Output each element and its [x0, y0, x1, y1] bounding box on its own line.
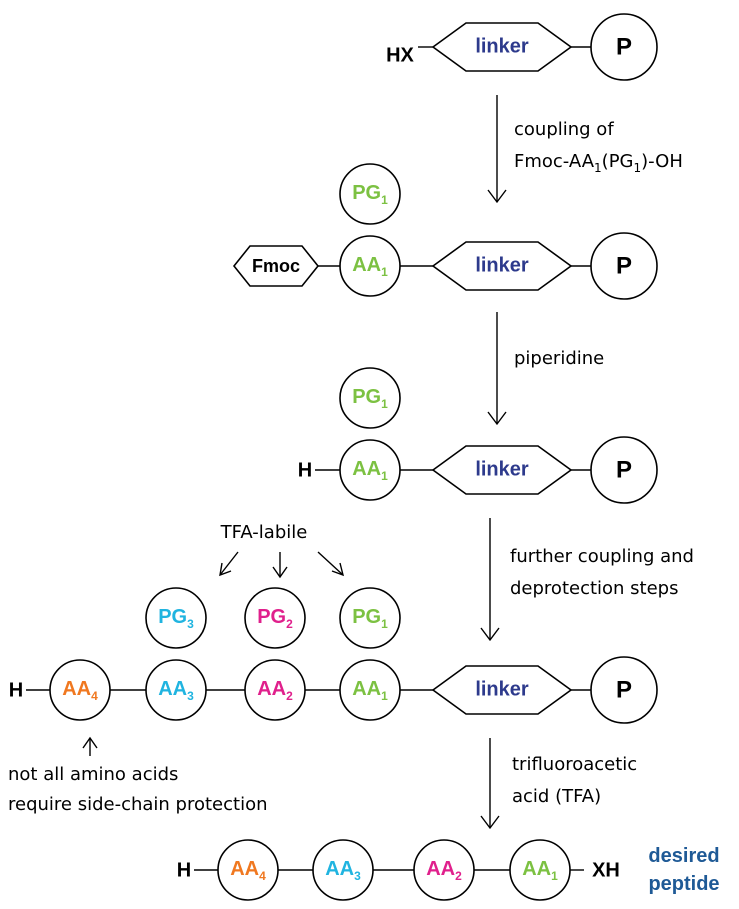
hx-group-label: HX	[386, 44, 414, 66]
arrow-head	[480, 815, 500, 830]
step-piperidine: piperidine	[514, 348, 604, 369]
resin-label: P	[616, 33, 632, 60]
resin-label: P	[616, 252, 632, 279]
h-terminus-label: H	[177, 859, 191, 881]
resin-circle	[590, 436, 658, 504]
row-deprotected: PG1 H AA1 linker P	[298, 367, 658, 504]
pg1-circle	[339, 587, 401, 649]
step-further-line1: further coupling and	[510, 546, 694, 567]
pg3-circle	[145, 587, 207, 649]
arrow-head	[487, 411, 507, 426]
arrow-head	[487, 189, 507, 204]
linker-label: linker	[475, 678, 529, 700]
step-further-line2: deprotection steps	[510, 578, 679, 599]
pg1-label: PG1	[352, 386, 388, 411]
arrow-head	[331, 562, 344, 577]
row-desired-peptide: H AA4 AA3 AA2 AA1 XH desired peptide	[177, 839, 720, 901]
aa1-label: AA1	[522, 858, 558, 883]
resin-circle	[590, 232, 658, 300]
tfa-labile-label: TFA-labile	[220, 522, 308, 543]
aa1-label: AA1	[352, 254, 388, 279]
note-line2: require side-chain protection	[8, 794, 268, 815]
arrow-head	[272, 566, 288, 579]
linker-label: linker	[475, 254, 529, 276]
aa1-label: AA1	[352, 678, 388, 703]
pg2-circle	[244, 587, 306, 649]
pointer-arrow	[317, 551, 344, 576]
pg1-circle	[339, 163, 401, 225]
product-label-line1: desired	[648, 845, 719, 867]
linker-label: linker	[475, 35, 529, 57]
h-terminus-label: H	[9, 679, 23, 701]
fmoc-label: Fmoc	[252, 256, 300, 276]
row-resin-start: HX linker P	[386, 13, 658, 81]
aa2-label: AA2	[426, 858, 462, 883]
resin-label: P	[616, 676, 632, 703]
pointer-arrow	[219, 551, 239, 576]
aa2-label: AA2	[257, 678, 293, 703]
product-label-line2: peptide	[648, 873, 719, 895]
h-terminus-label: H	[298, 459, 312, 481]
pg3-label: PG3	[158, 606, 194, 631]
arrow-head	[219, 562, 232, 577]
row-protected-peptide: PG3 PG2 PG1 H AA4 AA3 AA2 AA1 linker P	[9, 587, 658, 724]
pg1-label: PG1	[352, 182, 388, 207]
step-tfa-line2: acid (TFA)	[512, 786, 601, 807]
resin-circle	[590, 13, 658, 81]
step-coupling-line1: coupling of	[514, 119, 614, 140]
arrow-head	[82, 736, 98, 749]
xh-group-label: XH	[592, 859, 620, 881]
linker-label: linker	[475, 458, 529, 480]
aa1-label: AA1	[352, 458, 388, 483]
step-coupling-line2: Fmoc-AA1(PG1)-OH	[514, 151, 683, 175]
aa3-label: AA3	[158, 678, 194, 703]
step-tfa-line1: trifluoroacetic	[512, 754, 637, 775]
pg1-label: PG1	[352, 606, 388, 631]
pg1-circle	[339, 367, 401, 429]
resin-circle	[590, 656, 658, 724]
pg2-label: PG2	[257, 606, 293, 631]
row-fmoc-coupled: PG1 Fmoc AA1 linker P	[232, 163, 658, 300]
arrow-head	[480, 627, 500, 642]
note-line1: not all amino acids	[8, 764, 178, 785]
aa4-label: AA4	[230, 858, 266, 883]
aa3-label: AA3	[325, 858, 361, 883]
resin-label: P	[616, 456, 632, 483]
aa4-label: AA4	[62, 678, 98, 703]
